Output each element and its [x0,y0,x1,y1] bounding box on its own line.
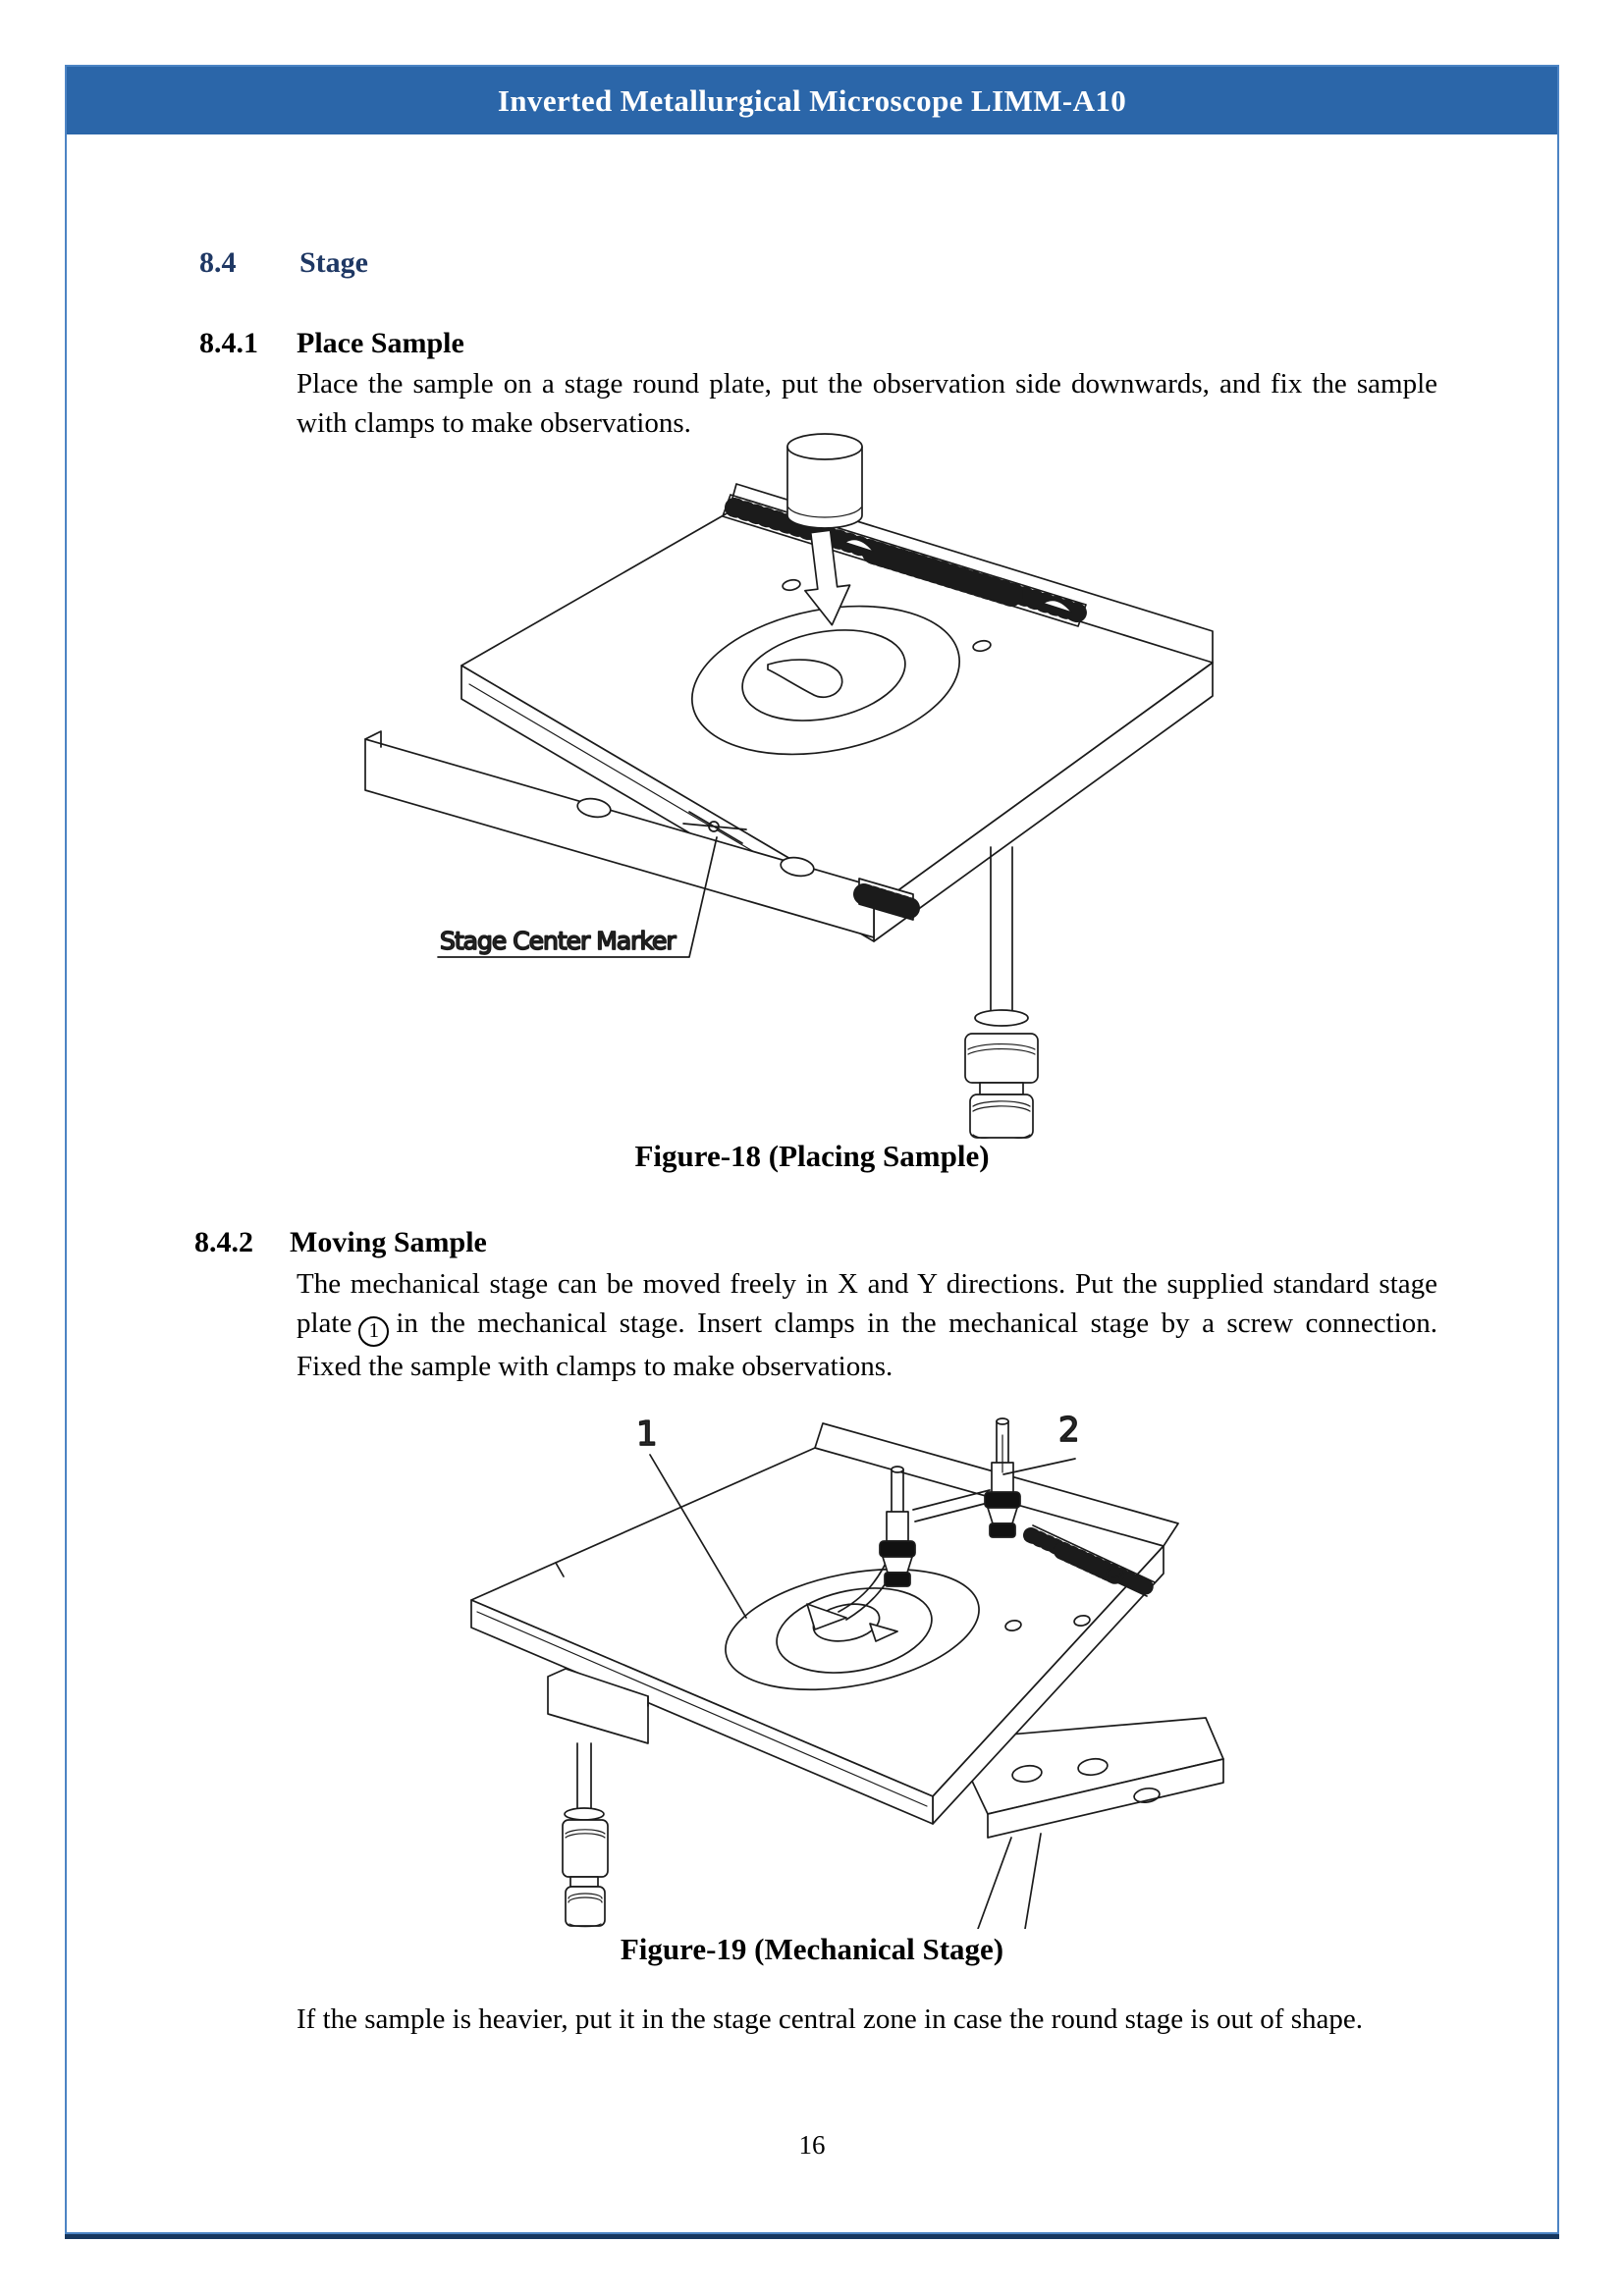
sample-cylinder [786,433,863,529]
section-title: Stage [299,246,368,279]
figure-18-drawing: Stage Center Marker [364,433,1214,1139]
section-title: Place Sample [297,327,464,359]
section-heading-8-4-2: 8.4.2 Moving Sample [194,1226,487,1259]
callout-1-leader [649,1454,747,1619]
clamp-screw-left [879,1466,916,1587]
place-sample-arrow [804,529,851,626]
support-strut-lines [977,1833,1042,1929]
page-number: 16 [798,2130,826,2160]
section-number: 8.4.2 [194,1226,253,1258]
stage-center-marker-symbol [682,811,747,844]
figure-18-caption: Figure-18 (Placing Sample) [634,1139,990,1173]
section-title: Moving Sample [290,1226,487,1258]
clamp-link-bar [912,1489,993,1522]
stage-center-marker-label: Stage Center Marker [440,927,677,955]
center-pointer [767,659,843,699]
paragraph-place-sample: Place the sample on a stage round plate,… [297,368,1437,439]
figure-19-drawing: 1 2 [470,1410,1224,1929]
paragraph-text: The mechanical stage can be moved freely… [297,1268,1437,1339]
stage-ruler [722,494,1090,627]
dovetail-teeth [853,883,920,919]
annotation-leader-line [437,836,718,958]
section-heading-8-4: 8.4 Stage [199,246,368,280]
figure-19-caption: Figure-19 (Mechanical Stage) [620,1932,1004,1966]
document-title: Inverted Metallurgical Microscope LIMM-A… [497,82,1127,118]
substage-slide-bar [364,738,875,938]
paragraph-text: in the mechanical stage. Insert clamps i… [297,1308,1437,1382]
clamp-arm [806,1550,900,1642]
page-header: Inverted Metallurgical Microscope LIMM-A… [67,67,1557,134]
callout-2-label: 2 [1058,1411,1080,1450]
clamp-screw-right [984,1417,1021,1538]
stand-bracket-arm [951,1717,1224,1929]
section-heading-8-4-1: 8.4.1 Place Sample [199,327,464,360]
callout-1-label: 1 [636,1415,658,1454]
paragraph-heavier-sample-note: If the sample is heavier, put it in the … [297,2003,1363,2035]
circled-number-badge: 1 [358,1316,390,1347]
paragraph-moving-sample: The mechanical stage can be moved freely… [297,1264,1437,1386]
coaxial-knob-assembly [547,1668,649,1928]
section-number: 8.4.1 [199,327,258,359]
manual-page: Inverted Metallurgical Microscope LIMM-A… [65,65,1559,2234]
substage-rod-and-knobs [964,846,1039,1139]
callout-2-leader [1002,1458,1076,1475]
section-number: 8.4 [199,246,237,279]
